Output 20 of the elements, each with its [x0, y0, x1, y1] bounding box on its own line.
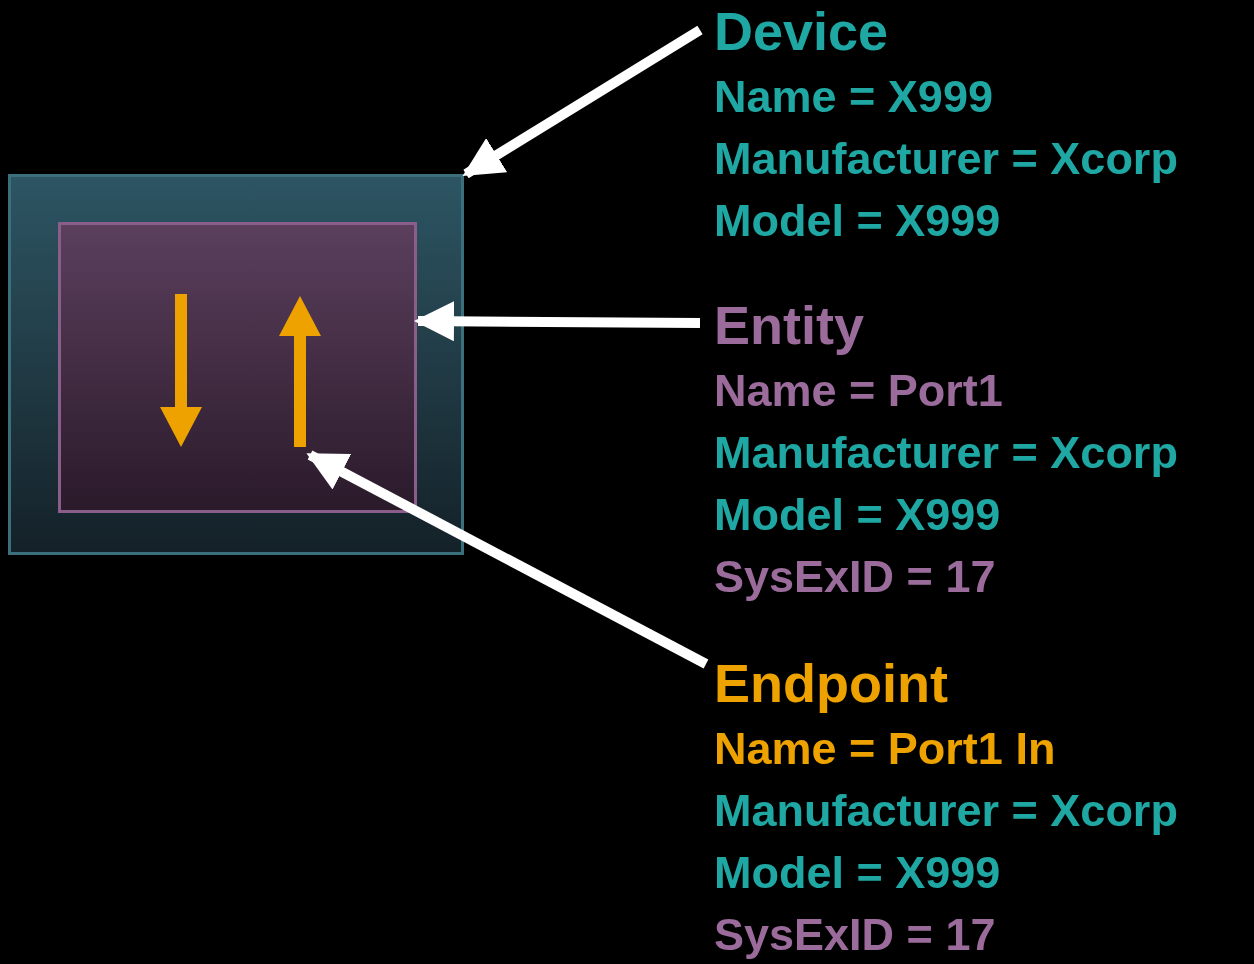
- heading-text: Entity: [714, 298, 865, 357]
- leader-arrow: [306, 450, 709, 669]
- leader-arrow: [462, 25, 703, 179]
- device-box: [8, 174, 464, 555]
- property-text: Model = X999: [714, 488, 1002, 542]
- property-text: Name = Port1 In: [714, 722, 1057, 776]
- heading-text: Endpoint: [714, 656, 949, 715]
- property-text: Name = Port1: [714, 364, 1004, 418]
- property-text: Name = X999: [714, 70, 994, 124]
- property-text: Model = X999: [714, 194, 1002, 248]
- property-text: Manufacturer = Xcorp: [714, 132, 1178, 186]
- property-text: SysExID = 17: [714, 908, 997, 962]
- endpoint-arrow: [160, 294, 202, 447]
- entity-box: [58, 222, 417, 513]
- property-text: Model = X999: [714, 846, 1002, 900]
- property-text: Manufacturer = Xcorp: [714, 784, 1178, 838]
- endpoint-arrow: [279, 296, 321, 447]
- property-text: SysExID = 17: [714, 550, 997, 604]
- property-text: Manufacturer = Xcorp: [714, 426, 1178, 480]
- heading-text: Device: [714, 4, 890, 63]
